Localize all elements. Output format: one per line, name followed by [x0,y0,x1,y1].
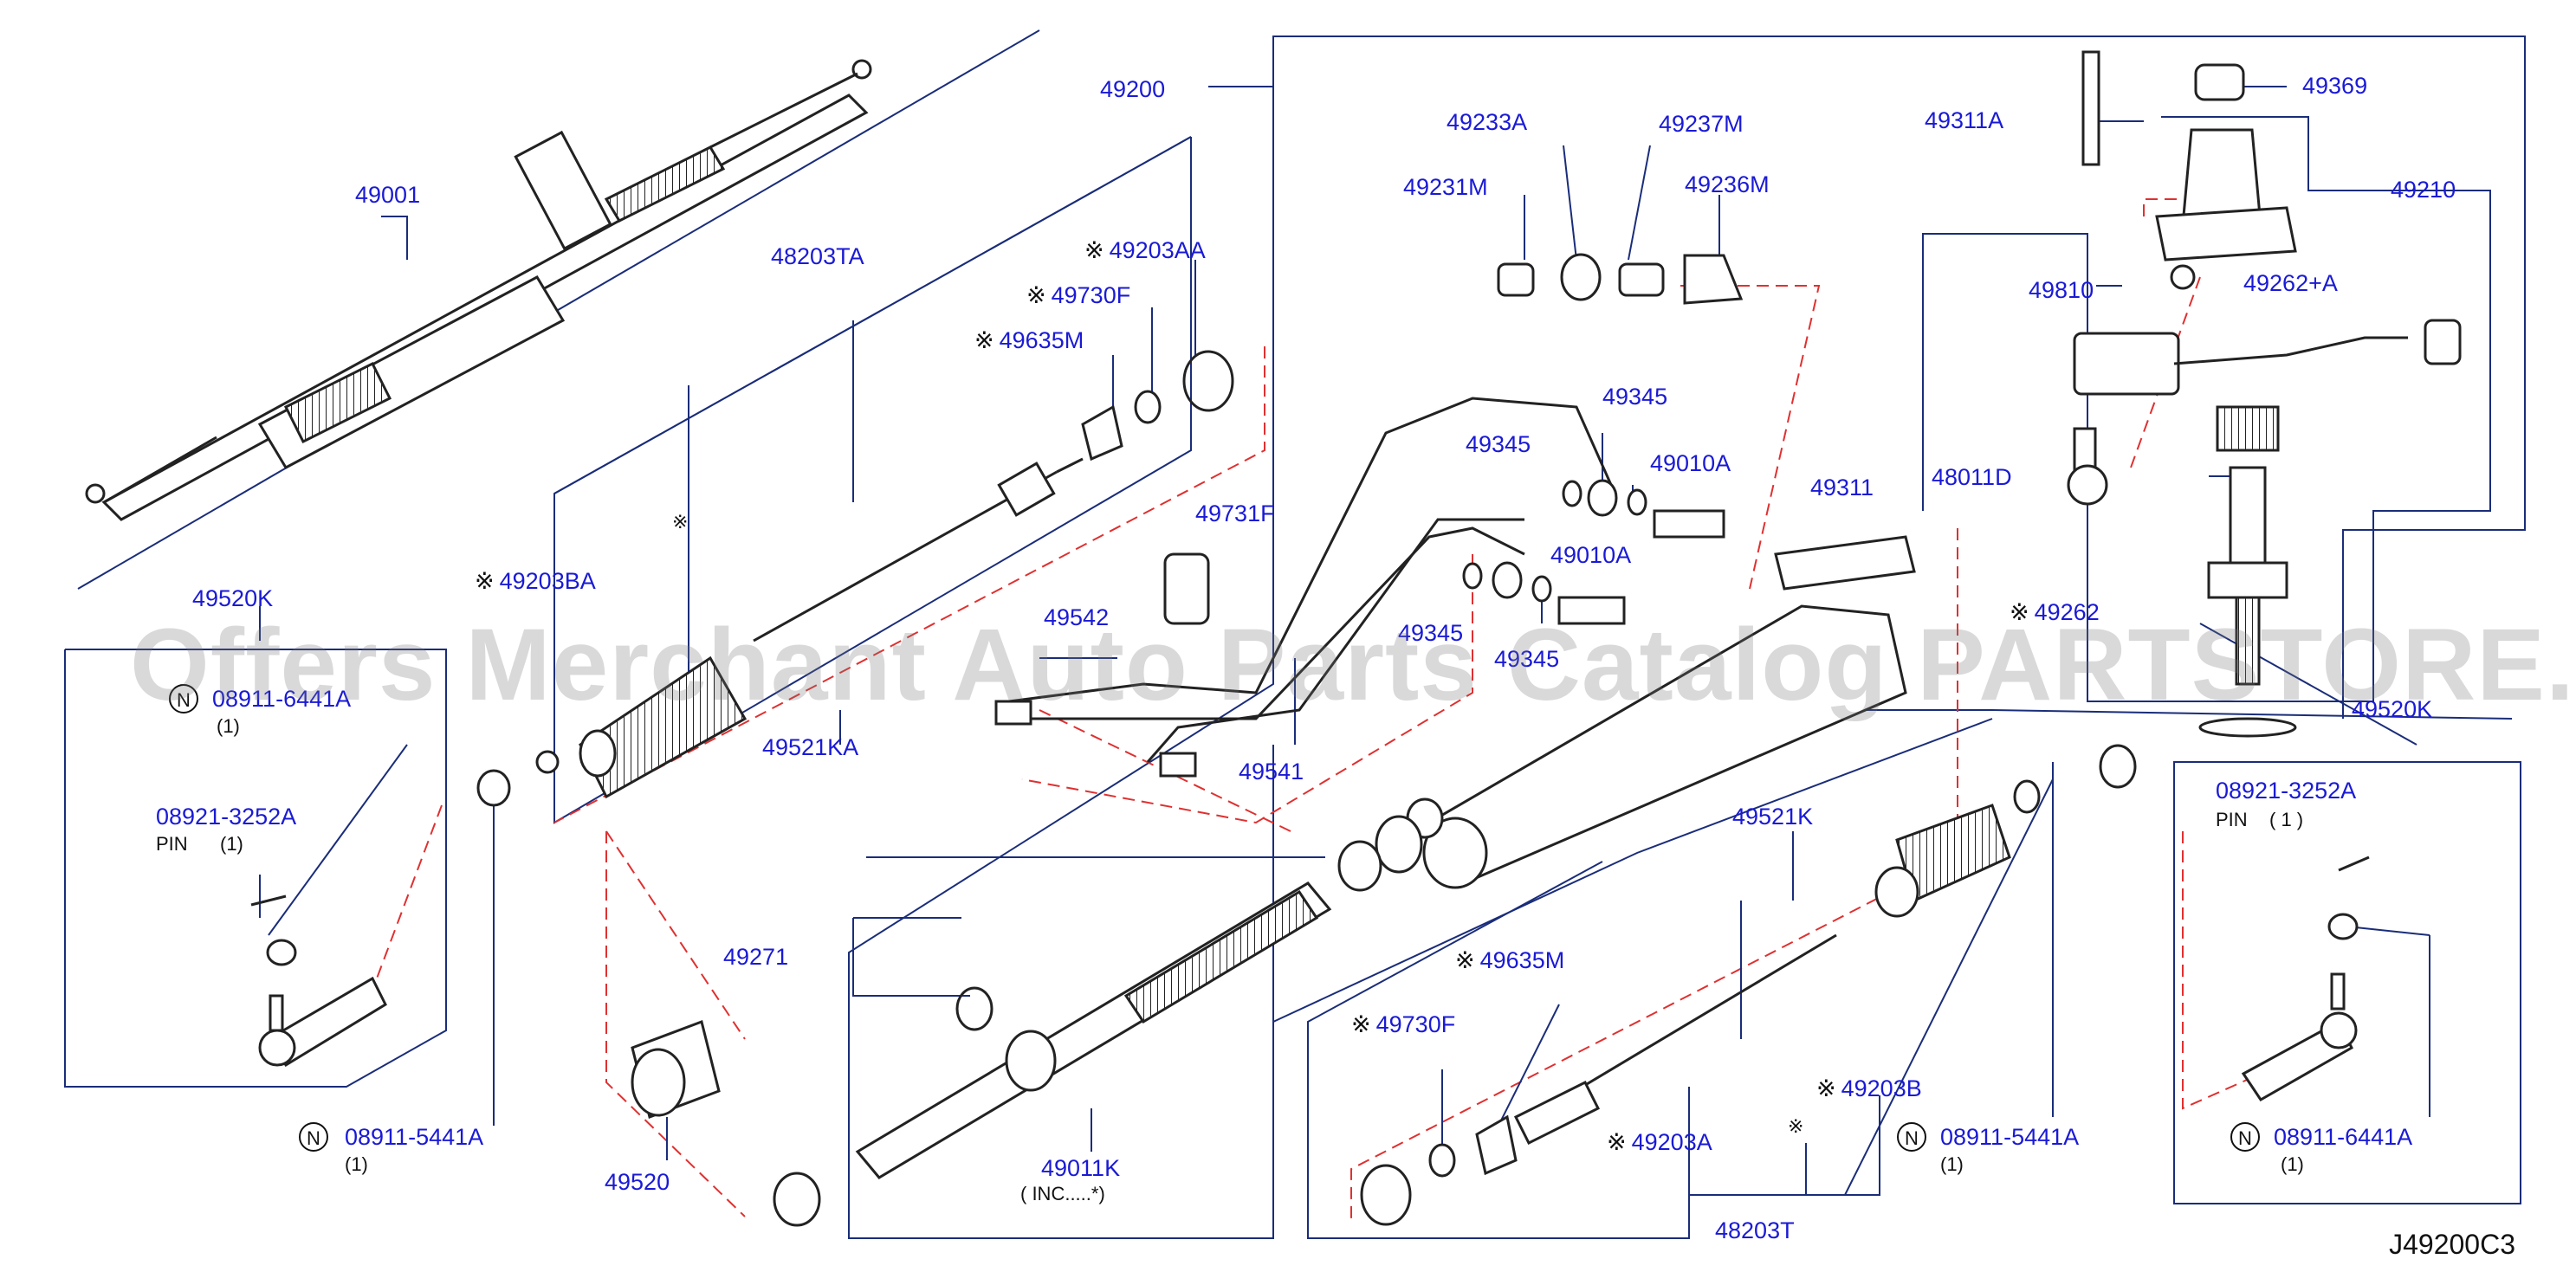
small-washers-upper [1083,352,1233,459]
ref-mark: ※ [1351,1011,1371,1037]
label-49311A[interactable]: 49311A [1925,107,2004,133]
inc-note: ( INC.....*) [1020,1183,1105,1204]
label-08911-6441A-right[interactable]: 08911-6441A [2274,1124,2413,1150]
ref-mark: ※ [475,568,495,594]
label-49635M-top[interactable]: ※49635M [974,327,1084,353]
label-49233A[interactable]: 49233A [1447,109,1528,135]
label-49210[interactable]: 49210 [2391,177,2456,203]
tie-rod-end-left [251,771,509,1065]
label-08921-3252A-left[interactable]: 08921-3252A [156,804,297,830]
valve-housing-49210 [2083,52,2295,288]
label-49010A-a[interactable]: 49010A [1650,450,1731,476]
label-49345-c[interactable]: 49345 [1398,620,1464,646]
label-49345-a[interactable]: 49345 [1602,384,1668,410]
label-08911-6441A-left[interactable]: 08911-6441A [212,686,352,712]
n-symbol-icon: N [2230,1122,2260,1152]
label-49810[interactable]: 49810 [2029,277,2094,303]
label-49262A[interactable]: 49262+A [2243,270,2338,296]
pinion-spring-shaft [2200,407,2295,736]
label-49203BA[interactable]: ※49203BA [475,568,596,594]
fittings-49345 [1464,481,1724,623]
label-08911-5441A-left[interactable]: 08911-5441A [345,1124,484,1150]
label-48203TA[interactable]: 48203TA [771,243,864,269]
label-49271[interactable]: 49271 [723,944,789,970]
ref-mark: ※ [1607,1129,1627,1155]
ref-mark-rod-upper: ※ [672,511,689,533]
qty-08911-6441A-left: (1) [217,715,240,737]
rack-housing-center [1339,537,1914,890]
ref-mark: ※ [1816,1075,1836,1101]
label-48203T[interactable]: 48203T [1715,1217,1795,1243]
label-49203B[interactable]: ※49203B [1816,1075,1922,1101]
label-49200[interactable]: 49200 [1100,76,1166,102]
label-49542[interactable]: 49542 [1044,604,1110,630]
pin-text-right: PIN [2216,809,2248,830]
inner-tie-rod-upper [537,459,1083,797]
label-49231M[interactable]: 49231M [1403,174,1488,200]
tie-rod-end-right [2243,857,2369,1100]
n-symbol-icon: N [1897,1122,1926,1152]
ref-mark: ※ [1084,237,1104,263]
n-symbol-icon: N [299,1122,328,1152]
ref-mark: ※ [1455,947,1475,973]
label-49010A-b[interactable]: 49010A [1550,542,1632,568]
label-49203AA[interactable]: ※49203AA [1084,237,1206,263]
qty-08911-6441A-right: (1) [2281,1153,2304,1175]
label-49521K[interactable]: 49521K [1732,804,1814,830]
label-49001[interactable]: 49001 [355,182,421,208]
ref-mark: ※ [2010,599,2029,625]
solenoid-49810 [2068,320,2460,504]
label-49236M[interactable]: 49236M [1685,171,1770,197]
label-49203A[interactable]: ※49203A [1607,1129,1712,1155]
ref-mark-rod-lower: ※ [1788,1115,1804,1137]
label-49520K-left[interactable]: 49520K [192,585,274,611]
valve-parts-top [1498,255,1741,303]
hydraulic-pipes [996,398,1611,776]
label-49345-d[interactable]: 49345 [1494,646,1560,672]
label-49731F[interactable]: 49731F [1195,500,1275,526]
label-49237M[interactable]: 49237M [1659,111,1744,137]
label-49730F-bottom[interactable]: ※49730F [1351,1011,1456,1037]
label-49369[interactable]: 49369 [2302,73,2368,99]
label-49521KA[interactable]: 49521KA [762,734,859,760]
label-49345-b[interactable]: 49345 [1466,431,1531,457]
qty-pin-left: (1) [220,833,243,855]
n-symbol-icon: N [169,684,198,714]
label-49520K-right[interactable]: 49520K [2352,696,2433,722]
inner-tie-rod-lower [1516,746,2135,1143]
watermark-text: Offers Merchant Auto Parts Catalog PARTS… [130,608,2576,722]
label-49311[interactable]: 49311 [1810,475,1874,500]
label-08911-5441A-right[interactable]: 08911-5441A [1940,1124,2080,1150]
label-49262[interactable]: ※49262 [2010,599,2100,625]
label-08921-3252A-right[interactable]: 08921-3252A [2216,778,2357,804]
qty-pin-right: ( 1 ) [2269,809,2304,830]
frame-lines [65,30,2525,1238]
pin-text-left: PIN [156,833,188,855]
label-48011D[interactable]: 48011D [1932,464,2012,490]
bushing-49520 [632,1022,719,1117]
ref-mark: ※ [1026,282,1046,308]
label-49730F-top[interactable]: ※49730F [1026,282,1131,308]
qty-08911-5441A-left: (1) [345,1153,368,1175]
diagram-code: J49200C3 [2389,1229,2515,1260]
qty-08911-5441A-right: (1) [1940,1153,1964,1175]
label-49635M-bottom[interactable]: ※49635M [1455,947,1565,973]
ref-mark: ※ [974,327,994,353]
label-49541[interactable]: 49541 [1239,759,1304,785]
label-49011K[interactable]: 49011K [1041,1155,1121,1181]
small-washers-lower [1362,1117,1516,1224]
rack-shaft-49011K [774,883,1330,1225]
steering-rack-assembly [87,61,871,520]
label-49520[interactable]: 49520 [605,1169,670,1195]
